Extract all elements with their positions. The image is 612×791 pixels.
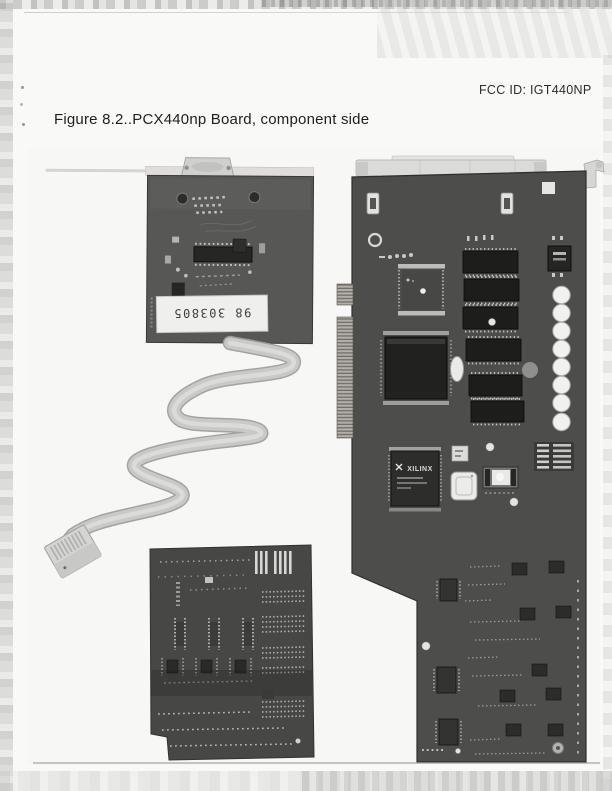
pci-edge-connector bbox=[336, 283, 354, 439]
mounting-hole-bottom bbox=[552, 742, 564, 754]
scan-noise-top-right bbox=[377, 0, 612, 58]
scan-noise-bottom bbox=[0, 771, 612, 791]
mounting-hole bbox=[367, 232, 383, 248]
pcb-traces bbox=[200, 219, 257, 233]
small-ic bbox=[232, 238, 247, 253]
margin-speck bbox=[21, 86, 24, 89]
bottom-board-pcb bbox=[149, 544, 315, 761]
small-part bbox=[262, 690, 274, 699]
white-component bbox=[542, 182, 555, 194]
vga-connector bbox=[181, 157, 235, 177]
scan-line-artifact bbox=[24, 12, 569, 13]
analog-section-ics bbox=[433, 578, 462, 746]
gray-disc-marking bbox=[522, 362, 538, 378]
scan-noise-top bbox=[0, 0, 612, 9]
ribbon-cable bbox=[54, 335, 301, 557]
top-io-connector bbox=[355, 155, 547, 177]
serial-sticker: 98 303805 bbox=[155, 294, 269, 334]
small-white-chip bbox=[451, 445, 469, 462]
solder-pad-cluster bbox=[192, 195, 229, 215]
vertical-ic-footprints bbox=[174, 618, 254, 650]
bracket-tab bbox=[583, 159, 605, 189]
scan-noise-right bbox=[603, 55, 612, 791]
xilinx-fpga: XILINX bbox=[388, 447, 442, 512]
figure-caption: Figure 8.2..PCX440np Board, component si… bbox=[54, 111, 370, 128]
main-board: XILINX bbox=[336, 155, 605, 763]
crystal-oscillator bbox=[450, 356, 464, 382]
smd-chips-scatter bbox=[499, 560, 572, 737]
small-part bbox=[205, 577, 213, 583]
idc-connector bbox=[44, 524, 102, 579]
header-pin-bars bbox=[255, 551, 292, 574]
scan-noise-left bbox=[0, 0, 13, 791]
via-dot bbox=[295, 738, 301, 744]
resistor-arrays bbox=[534, 442, 574, 471]
memory-chips bbox=[462, 248, 525, 426]
daughter-board: 98 303805 bbox=[45, 157, 315, 345]
serial-number-text: 98 303805 bbox=[173, 305, 252, 320]
corner-ic bbox=[547, 245, 572, 272]
edge-capacitor-circles bbox=[552, 285, 571, 432]
margin-speck bbox=[20, 103, 23, 106]
xilinx-logo-icon bbox=[395, 463, 403, 471]
clip-component bbox=[482, 466, 519, 494]
via-dots bbox=[421, 318, 519, 754]
pad-dot-rows bbox=[157, 559, 251, 591]
pcb-shading bbox=[150, 178, 311, 210]
smd-pad-rows bbox=[422, 565, 579, 755]
bottom-board bbox=[149, 544, 315, 761]
xilinx-brand-text: XILINX bbox=[407, 466, 433, 473]
qfp-chip-large bbox=[379, 331, 453, 405]
bracket-arm bbox=[45, 168, 148, 173]
bracket-screws bbox=[176, 191, 261, 205]
scan-shadow-band bbox=[151, 670, 312, 696]
margin-speck bbox=[22, 123, 25, 126]
qfp-footprint-empty bbox=[398, 264, 445, 316]
pad-marks-top bbox=[379, 235, 563, 277]
bottom-pad-rows bbox=[157, 711, 293, 747]
fcc-id-text: FCC ID: IGT440NP bbox=[479, 83, 592, 97]
smd-chip-row bbox=[161, 658, 255, 684]
retention-clips bbox=[366, 192, 514, 215]
plcc-socket bbox=[450, 471, 478, 501]
small-components bbox=[150, 236, 266, 330]
